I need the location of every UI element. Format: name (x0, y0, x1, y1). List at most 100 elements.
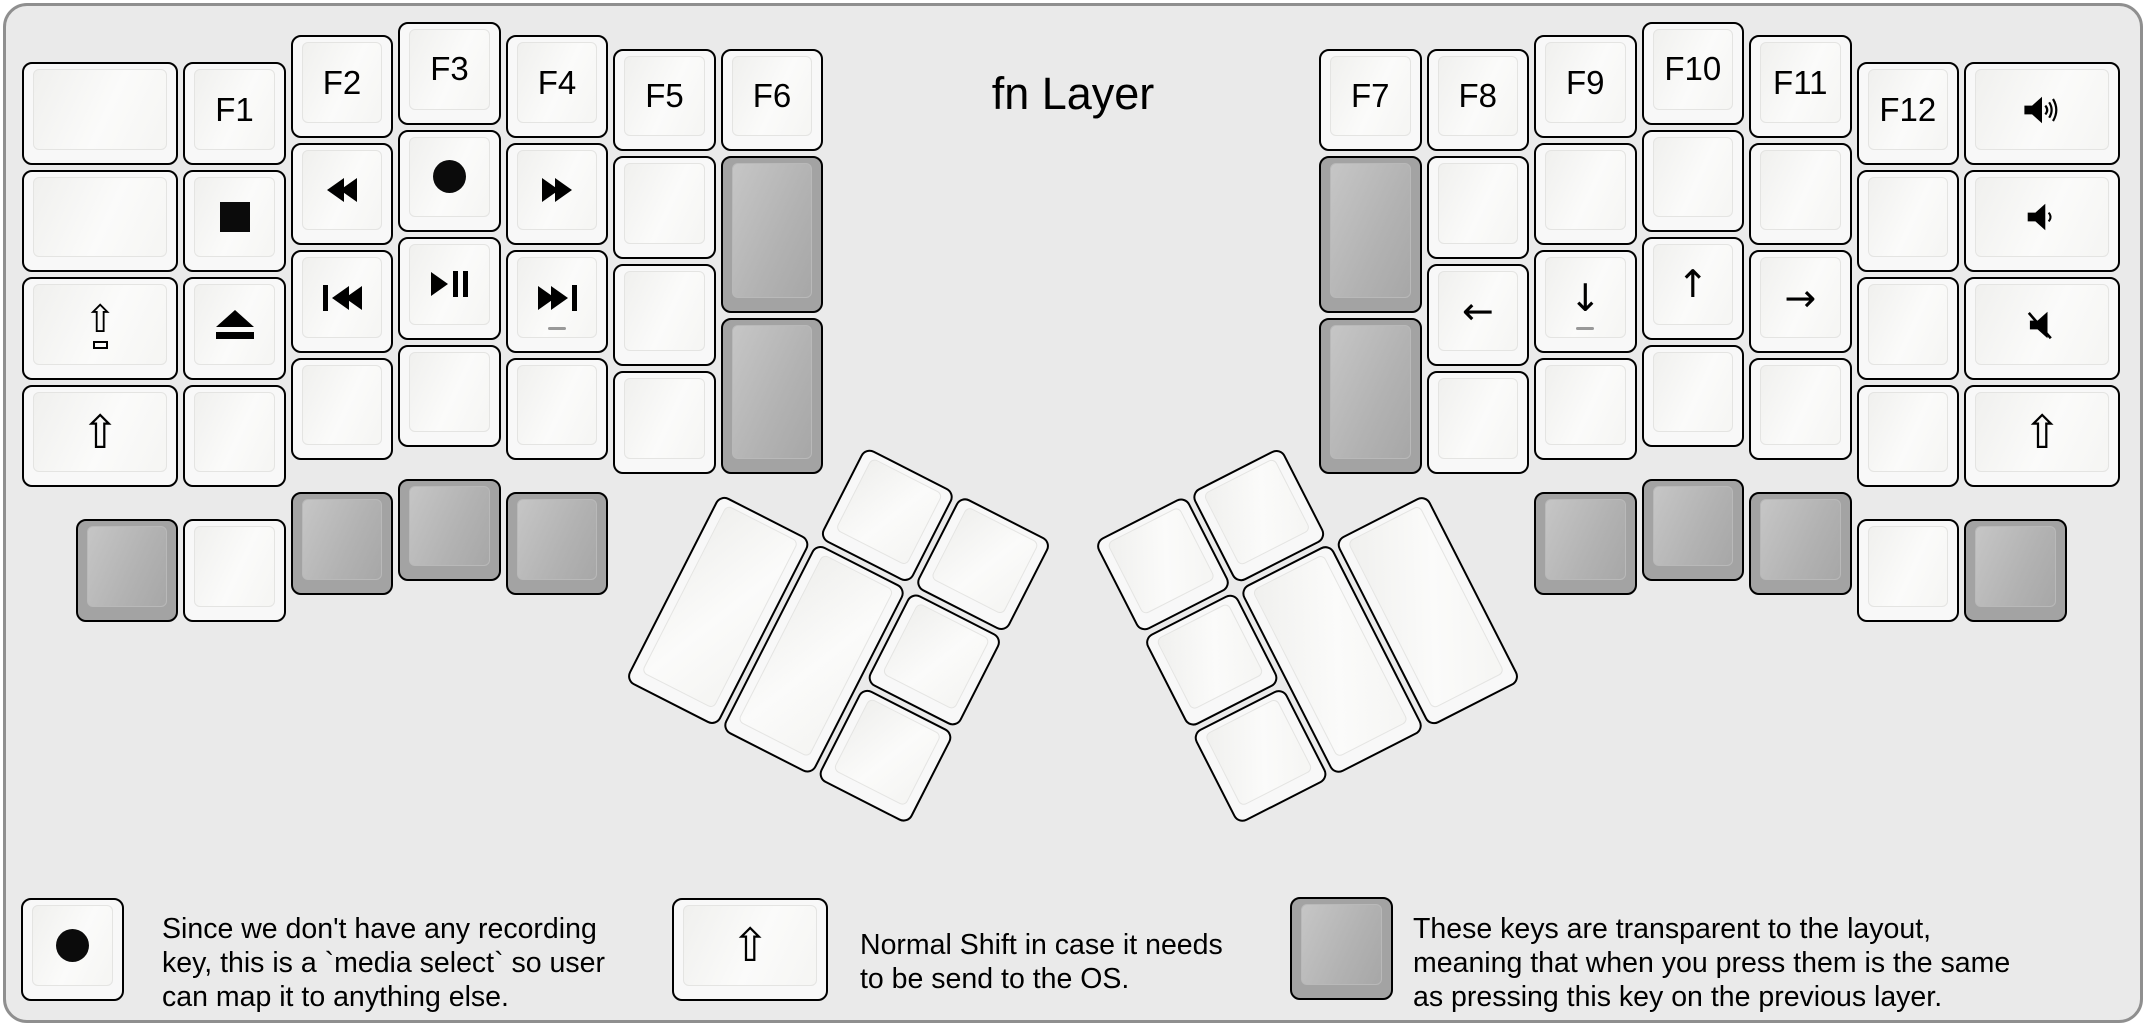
key-arrow-right: → (1749, 250, 1852, 353)
key-transparent (75, 519, 179, 622)
key-blank (1534, 357, 1637, 461)
key-blank (398, 344, 501, 447)
legend-text-media-select: Since we don't have any recording key, t… (162, 913, 605, 1013)
key-label: F10 (1664, 50, 1722, 88)
keycap-top: F6 (731, 55, 813, 137)
keycap-top (301, 499, 383, 580)
key-transparent (505, 492, 609, 595)
key-label: F6 (752, 77, 792, 115)
volume-up-icon (2024, 96, 2058, 123)
keycap-top: ⇧ (683, 905, 818, 986)
key-next-track (505, 250, 609, 353)
key-blank (613, 371, 716, 474)
keycap-top (1867, 526, 1948, 607)
key-eject (183, 277, 286, 380)
keycap-top (1975, 69, 2110, 150)
keycap-top (409, 244, 490, 325)
volume-down-icon (2027, 203, 2052, 231)
keycap-top: F12 (1867, 69, 1948, 150)
key-blank (1749, 142, 1852, 246)
key-arrow-left: ← (1426, 263, 1529, 367)
key-label: F1 (215, 90, 254, 128)
keycap-top (624, 163, 705, 244)
keycap-top (1155, 602, 1264, 711)
key-blank (290, 357, 394, 461)
key-f4: F4 (505, 35, 609, 138)
key-shift: ⇧ (672, 898, 829, 1001)
key-label: F12 (1879, 90, 1937, 128)
key-blank (1856, 519, 1959, 622)
keycap-top (1867, 284, 1948, 365)
key-stop (183, 169, 286, 273)
key-label: F8 (1458, 77, 1497, 115)
keycap-top (194, 284, 275, 365)
mute-icon (2027, 311, 2052, 339)
eject-icon (215, 310, 254, 340)
homing-dash-icon (548, 326, 566, 330)
keycap-top (516, 257, 598, 338)
key-transparent (720, 156, 824, 313)
keycap-top (881, 601, 990, 711)
keycap-top: F1 (194, 69, 275, 150)
keycap-top (516, 149, 598, 231)
key-blank (1641, 344, 1744, 447)
key-transparent (1319, 317, 1422, 474)
key-rewind (290, 142, 394, 246)
key-f1: F1 (183, 62, 286, 165)
keycap-top: F2 (301, 42, 383, 123)
key-transparent (1319, 156, 1422, 313)
keycap-top (731, 324, 813, 459)
key-transparent (1749, 492, 1852, 595)
keycap-top (33, 69, 168, 150)
keycap-top (832, 697, 941, 806)
keycap-top (1204, 698, 1313, 807)
key-label: F4 (537, 63, 577, 101)
key-mute (1964, 277, 2121, 380)
keycap-top (1975, 526, 2056, 607)
key-f7: F7 (1319, 48, 1422, 152)
keycap-top: ← (1437, 270, 1518, 352)
key-transparent (1964, 519, 2067, 622)
keycap-top (516, 364, 598, 446)
keycap-top (1867, 391, 1948, 473)
keycap-top (1652, 351, 1733, 432)
arrow-right-icon: → (1784, 275, 1817, 320)
keycap-top (86, 526, 168, 607)
previous-track-icon (322, 284, 362, 311)
key-fast-forward (505, 142, 609, 246)
key-transparent (1290, 897, 1393, 1000)
keycap-top: F5 (624, 55, 705, 137)
keycap-top (1106, 506, 1215, 615)
key-label: F7 (1350, 77, 1390, 115)
key-blank (1426, 371, 1529, 474)
key-blank (22, 169, 179, 273)
arrow-down-icon: ↓ (1569, 275, 1602, 320)
keycap-top (1760, 364, 1841, 446)
key-f12: F12 (1856, 62, 1959, 165)
layer-title: fn Layer (991, 68, 1155, 119)
keycap-top (33, 176, 168, 258)
key-blank (613, 263, 716, 367)
keycap-top (1437, 163, 1518, 244)
keycap-top (1975, 176, 2110, 258)
keycap-top: F4 (516, 42, 598, 123)
keycap-top (1760, 149, 1841, 231)
key-label: F11 (1773, 63, 1828, 101)
keycap-top: ⇧ (1975, 391, 2110, 473)
key-f11: F11 (1749, 35, 1852, 138)
keycap-top (1202, 457, 1311, 567)
caps-lock-icon: ⇧ (84, 300, 116, 350)
keycap-top: F7 (1330, 55, 1411, 137)
keycap-top: ⇧ (33, 391, 168, 473)
key-shift: ⇧ (22, 384, 179, 488)
key-record (398, 129, 501, 232)
shift-icon: ⇧ (730, 918, 770, 973)
key-arrow-up: ↑ (1641, 237, 1744, 340)
keycap-top (409, 351, 490, 432)
keycap-top (32, 905, 113, 986)
key-volume-up (1964, 62, 2121, 165)
keycap-top (194, 526, 275, 607)
key-f8: F8 (1426, 48, 1529, 152)
keycap-top (1975, 284, 2110, 365)
